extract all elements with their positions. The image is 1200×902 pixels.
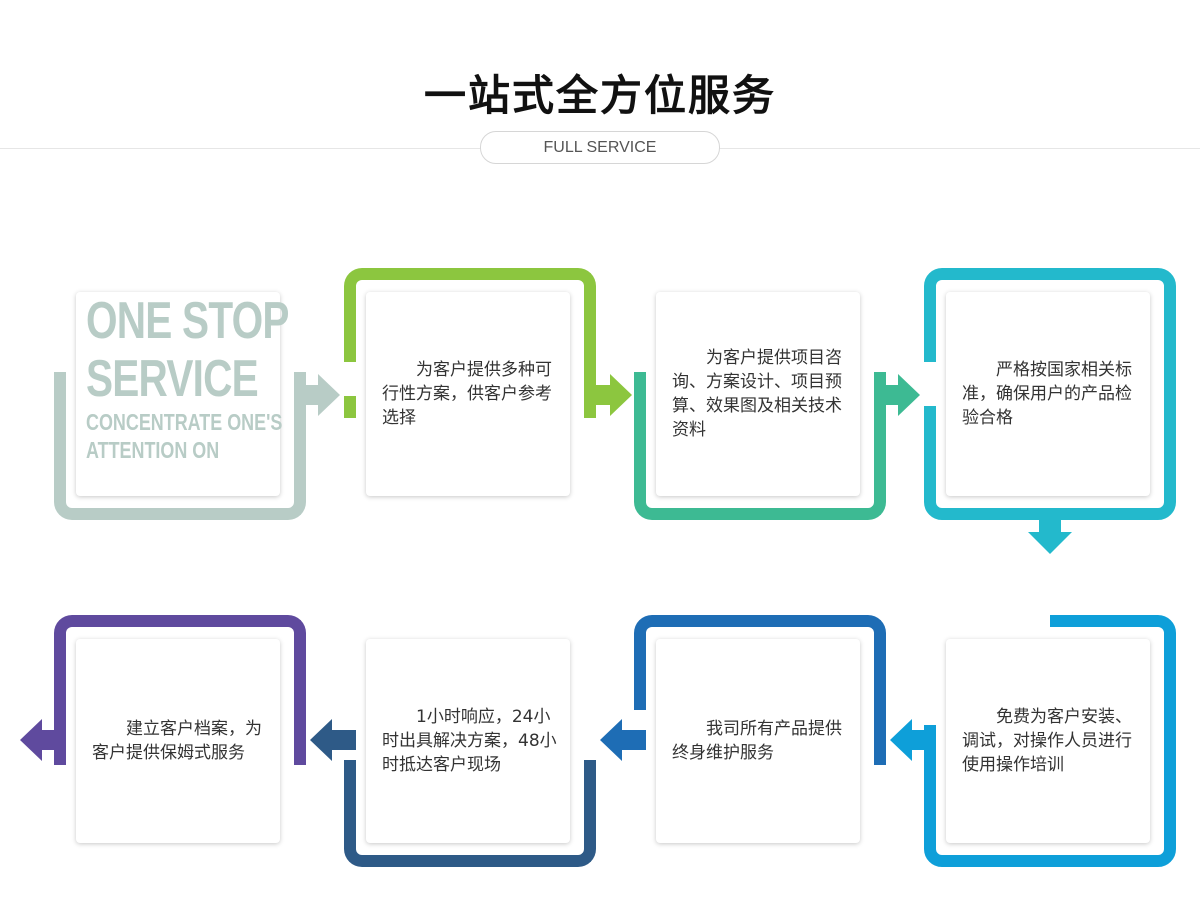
step-3-frame-gap	[920, 362, 940, 406]
intro-line-2: SERVICE	[86, 350, 259, 408]
step-4-text: 免费为客户安装、调试，对操作人员进行使用操作培训	[962, 707, 1132, 775]
intro-card	[76, 292, 280, 496]
arrow-left-icon	[20, 719, 66, 761]
step-1-frame-gap	[340, 362, 360, 396]
step-1-card: 为客户提供多种可行性方案，供客户参考选择	[366, 292, 570, 496]
step-6-text: 1小时响应，24小时出具解决方案，48小时抵达客户现场	[382, 707, 557, 775]
step-7-card: 建立客户档案，为客户提供保姆式服务	[76, 639, 280, 843]
step-6-frame	[344, 760, 596, 867]
step-3-card: 严格按国家相关标准，确保用户的产品检验合格	[946, 292, 1150, 496]
step-7-text: 建立客户档案，为客户提供保姆式服务	[92, 719, 262, 763]
arrow-right-icon	[588, 374, 632, 416]
step-7-frame	[54, 615, 306, 765]
step-4-frame-gap-top	[918, 610, 1050, 630]
one-stop-service-text: ONE STOP SERVICE CONCENTRATE ONE'S ATTEN…	[86, 292, 289, 464]
page-title: 一站式全方位服务	[423, 71, 776, 120]
step-2-card: 为客户提供项目咨询、方案设计、项目预算、效果图及相关技术资料	[656, 292, 860, 496]
step-6-card: 1小时响应，24小时出具解决方案，48小时抵达客户现场	[366, 639, 570, 843]
intro-line-4: ATTENTION ON	[86, 437, 220, 463]
step-4-card: 免费为客户安装、调试，对操作人员进行使用操作培训	[946, 639, 1150, 843]
arrow-down-icon	[1028, 512, 1072, 554]
arrow-left-icon	[310, 719, 356, 761]
step-1-text: 为客户提供多种可行性方案，供客户参考选择	[382, 360, 552, 428]
step-3-text: 严格按国家相关标准，确保用户的产品检验合格	[962, 360, 1132, 428]
step-2-frame	[634, 372, 886, 520]
step-4-frame-gap-left	[918, 610, 940, 725]
intro-line-3: CONCENTRATE ONE'S	[86, 409, 283, 435]
step-2-text: 为客户提供项目咨询、方案设计、项目预算、效果图及相关技术资料	[672, 348, 842, 440]
arrow-right-icon	[876, 374, 920, 416]
subtitle-badge: FULL SERVICE	[480, 131, 720, 164]
step-5-text: 我司所有产品提供终身维护服务	[672, 719, 842, 763]
arrow-right-icon	[296, 374, 340, 416]
intro-line-1: ONE STOP	[86, 292, 289, 350]
arrow-left-icon	[600, 719, 646, 761]
step-5-card: 我司所有产品提供终身维护服务	[656, 639, 860, 843]
arrow-left-icon	[890, 719, 936, 761]
intro-frame	[54, 372, 306, 520]
